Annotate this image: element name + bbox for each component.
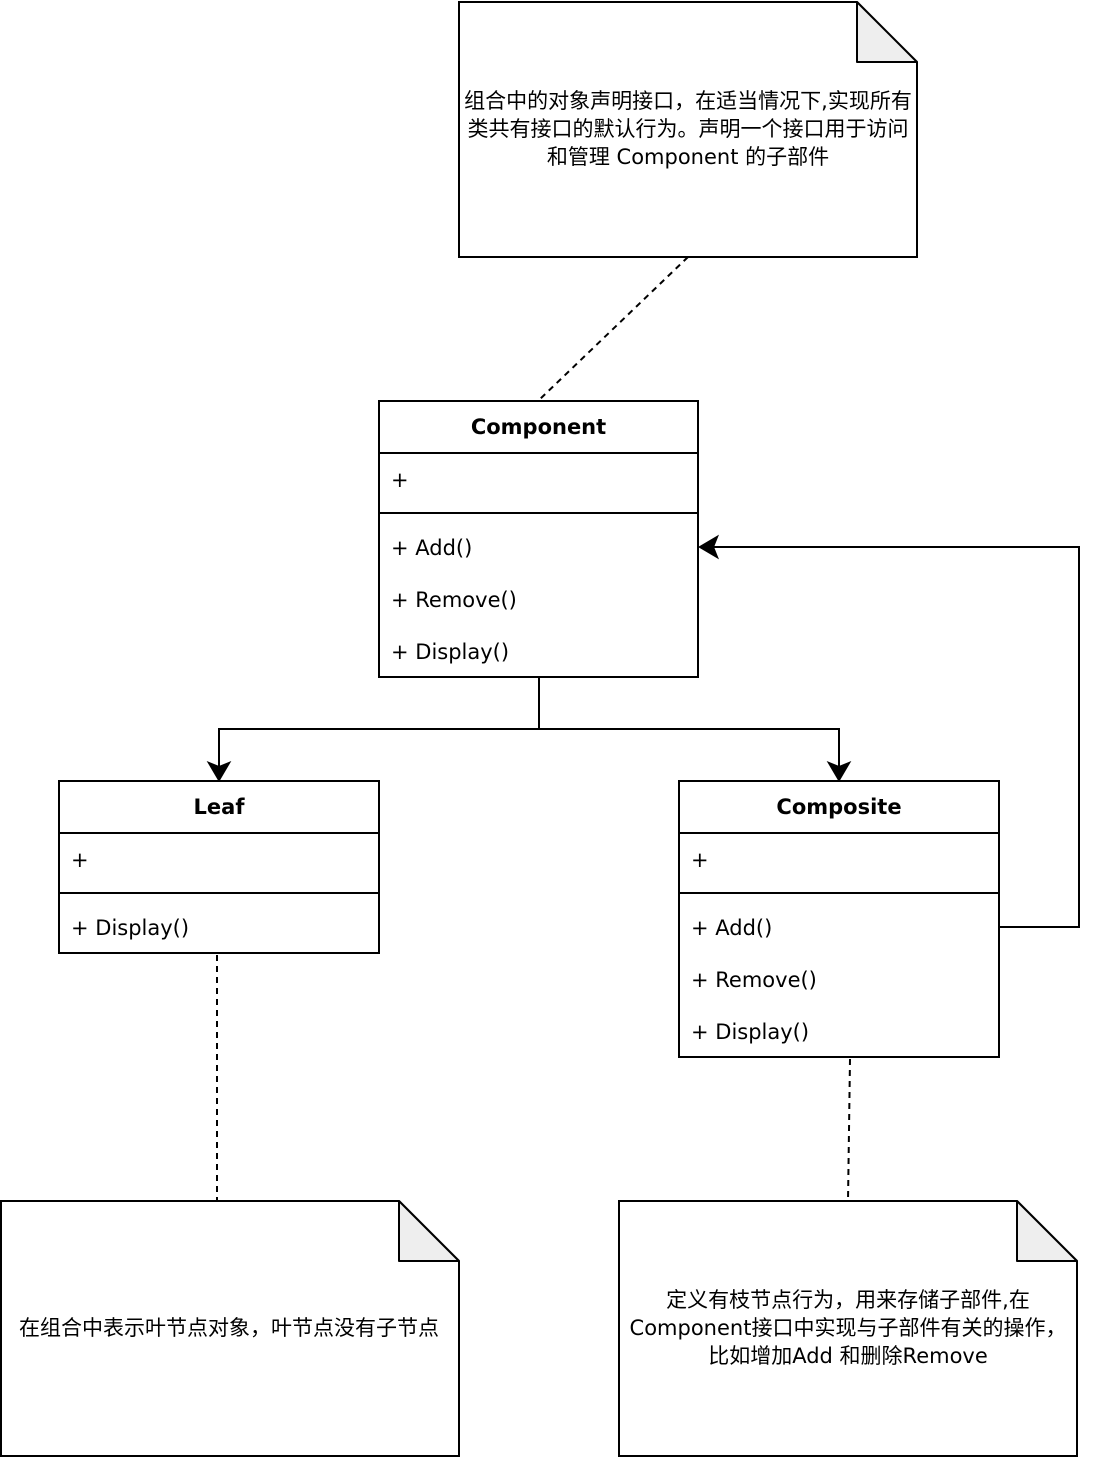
component-class: Component + + Add() + Remove() + Display… (378, 400, 699, 678)
component-note: 组合中的对象声明接口，在适当情况下,实现所有类共有接口的默认行为。声明一个接口用… (461, 64, 915, 194)
leaf-note-text: 在组合中表示叶节点对象，叶节点没有子节点 (19, 1316, 439, 1340)
component-method-add: + Add() (391, 536, 473, 560)
component-method-display: + Display() (391, 640, 510, 664)
component-attribute: + (380, 454, 697, 514)
composite-method-display: + Display() (691, 1020, 810, 1044)
component-to-composite-arrowhead (826, 760, 852, 782)
leaf-methods: + Display() (60, 894, 378, 954)
composite-method-add: + Add() (691, 916, 773, 940)
component-to-leaf-connector (218, 678, 540, 766)
leaf-method-display: + Display() (71, 916, 190, 940)
leaf-class: Leaf + + Display() (58, 780, 380, 954)
component-method-remove: + Remove() (391, 588, 517, 612)
composite-note-connector (847, 1058, 851, 1202)
composite-to-component-connector (714, 546, 1080, 928)
component-to-composite-connector (539, 728, 840, 766)
component-methods: + Add() + Remove() + Display() (380, 514, 697, 678)
component-to-leaf-arrowhead (206, 760, 232, 782)
component-note-connector (537, 256, 689, 402)
leaf-attribute: + (60, 834, 378, 894)
composite-class-name: Composite (680, 782, 998, 834)
leaf-note: 在组合中表示叶节点对象，叶节点没有子节点 (6, 1263, 452, 1393)
leaf-note-shape (0, 1200, 460, 1457)
component-note-text: 组合中的对象声明接口，在适当情况下,实现所有类共有接口的默认行为。声明一个接口用… (464, 89, 912, 169)
composite-note-shape (618, 1200, 1078, 1457)
composite-method-remove: + Remove() (691, 968, 817, 992)
component-note-shape (458, 1, 918, 258)
composite-note: 定义有枝节点行为，用来存储子部件,在Component接口中实现与子部件有关的操… (624, 1263, 1072, 1393)
leaf-class-name: Leaf (60, 782, 378, 834)
composite-to-component-arrowhead (698, 534, 720, 560)
composite-attribute: + (680, 834, 998, 894)
composite-class: Composite + + Add() + Remove() + Display… (678, 780, 1000, 1058)
composite-note-text: 定义有枝节点行为，用来存储子部件,在Component接口中实现与子部件有关的操… (629, 1288, 1067, 1368)
composite-methods: + Add() + Remove() + Display() (680, 894, 998, 1058)
component-class-name: Component (380, 402, 697, 454)
